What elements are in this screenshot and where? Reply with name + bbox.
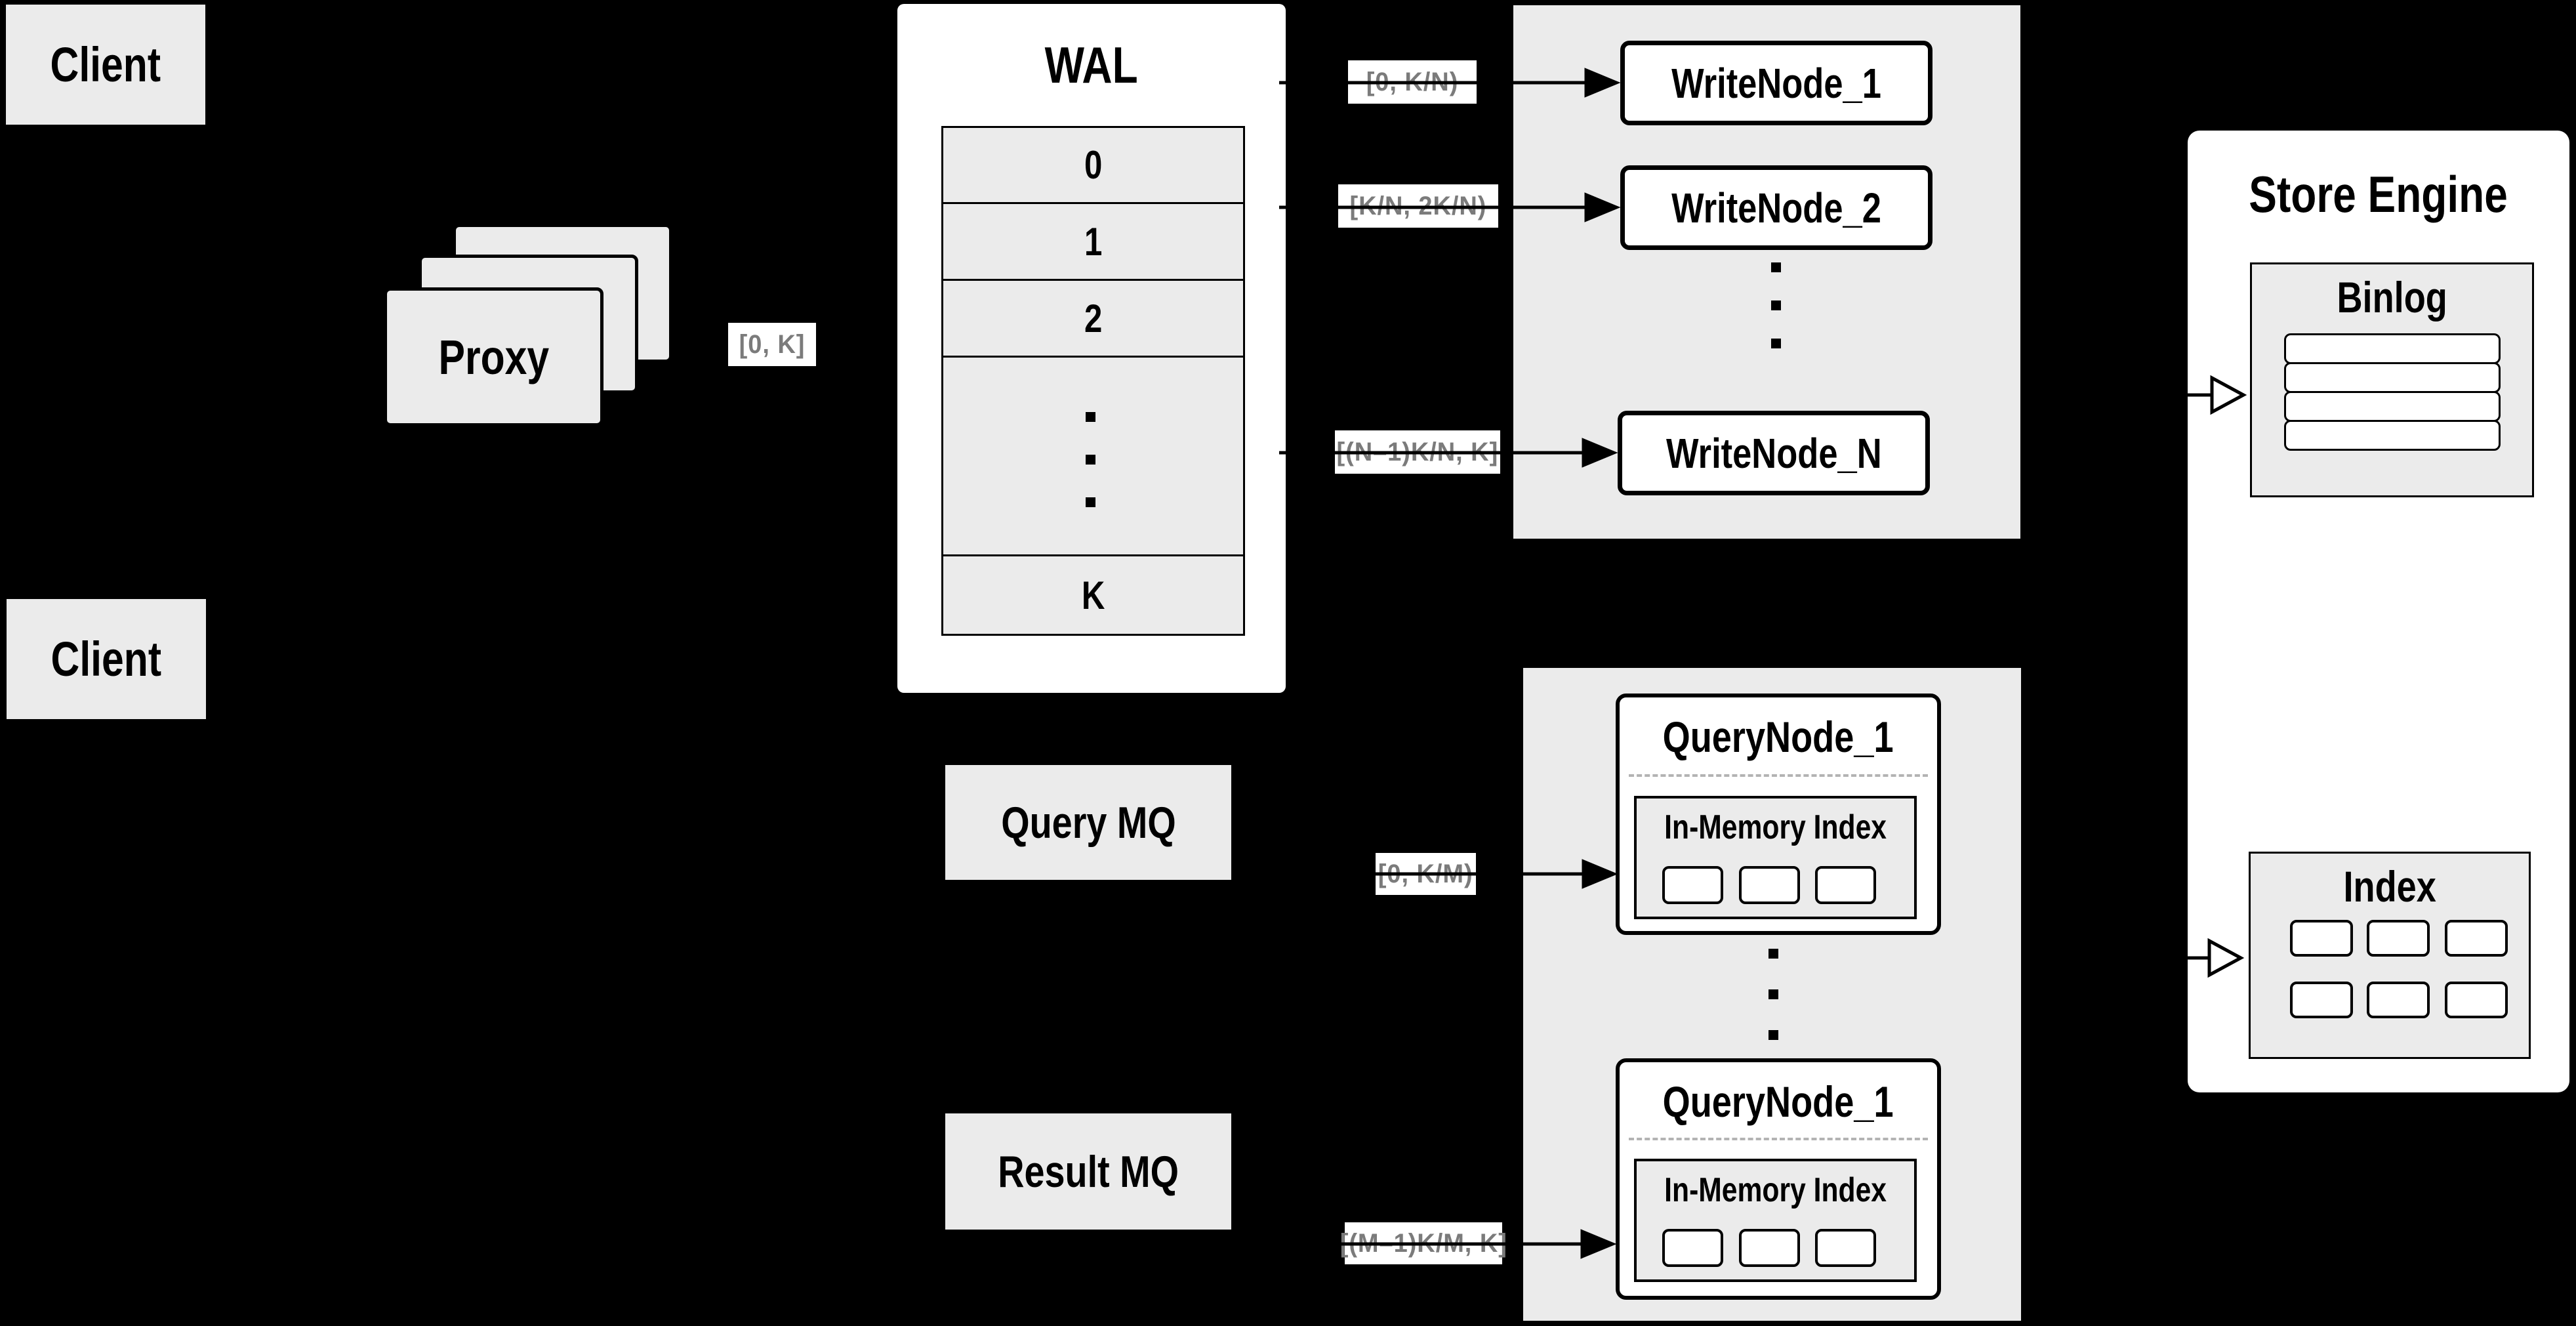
- querynode-bottom-divider: [1629, 1138, 1928, 1140]
- querynode-bottom-box: QueryNode_1 In-Memory Index: [1616, 1058, 1941, 1300]
- proxy-card-front: Proxy: [384, 287, 603, 426]
- wal-row-0: 0: [943, 128, 1243, 204]
- querynode-bottom-inmemory-title: In-Memory Index: [1664, 1171, 1887, 1209]
- index-segment-cell: [1662, 1229, 1723, 1267]
- range-label-writenode-2: [K/N, 2K/N): [1338, 184, 1498, 228]
- index-segment-cell: [1739, 866, 1800, 904]
- querynode-bottom-title: QueryNode_1: [1663, 1077, 1894, 1126]
- querynode-bottom-inmemory-index: In-Memory Index: [1634, 1159, 1917, 1282]
- index-title: Index: [2343, 862, 2436, 911]
- result-mq-label: Result MQ: [998, 1146, 1179, 1197]
- client-bottom-box: Client: [7, 599, 206, 719]
- client-top-label: Client: [50, 37, 161, 92]
- client-bottom-label: Client: [51, 632, 162, 686]
- index-file-cell: [2290, 982, 2353, 1018]
- range-label-querynode-top: [0, K/M): [1376, 853, 1476, 895]
- wal-row-2: 2: [943, 281, 1243, 358]
- wal-segment-table: 0 1 2 K: [941, 126, 1245, 636]
- binlog-rows: [2284, 333, 2501, 451]
- index-segment-cell: [1815, 1229, 1876, 1267]
- binlog-row: [2284, 333, 2501, 364]
- index-file-cell: [2367, 920, 2430, 957]
- store-engine-title: Store Engine: [2249, 165, 2508, 223]
- writenode-2-box: WriteNode_2: [1620, 165, 1932, 250]
- wal-row-k: K: [943, 556, 1243, 634]
- query-mq-label: Query MQ: [1000, 797, 1176, 848]
- store-engine-box: Store Engine Binlog Index: [2188, 131, 2569, 1092]
- writenode-ellipsis-dots: [1771, 262, 1781, 348]
- client-top-box: Client: [6, 5, 205, 125]
- range-label-writenode-n: [(N–1)K/N, K]: [1335, 430, 1500, 474]
- wal-row-1: 1: [943, 204, 1243, 281]
- querynode-top-inmemory-index: In-Memory Index: [1634, 796, 1917, 919]
- writenode-n-box: WriteNode_N: [1618, 411, 1930, 495]
- querynode-ellipsis-dots: [1768, 949, 1778, 1040]
- binlog-box: Binlog: [2250, 262, 2534, 497]
- binlog-row: [2284, 362, 2501, 393]
- index-box: Index: [2249, 852, 2531, 1059]
- index-file-cell: [2445, 920, 2508, 957]
- querynode-top-inmemory-title: In-Memory Index: [1664, 808, 1887, 846]
- writenode-1-label: WriteNode_1: [1671, 59, 1881, 107]
- writenode-1-box: WriteNode_1: [1620, 41, 1932, 125]
- range-label-proxy-wal: [0, K]: [728, 323, 816, 366]
- querynode-top-title: QueryNode_1: [1663, 713, 1894, 761]
- index-file-cell: [2290, 920, 2353, 957]
- binlog-title: Binlog: [2337, 273, 2447, 321]
- result-mq-box: Result MQ: [945, 1113, 1231, 1230]
- querynode-top-box: QueryNode_1 In-Memory Index: [1616, 694, 1941, 935]
- wal-box: WAL 0 1 2 K: [897, 4, 1286, 693]
- querynode-top-divider: [1629, 774, 1928, 777]
- wal-ellipsis-dots: [1086, 412, 1095, 507]
- index-segment-cell: [1739, 1229, 1800, 1267]
- range-label-querynode-bottom: [(M–1)K/M, K]: [1339, 1222, 1507, 1264]
- proxy-label: Proxy: [438, 329, 549, 384]
- binlog-row: [2284, 420, 2501, 451]
- writenode-n-label: WriteNode_N: [1666, 429, 1882, 477]
- query-mq-box: Query MQ: [945, 765, 1231, 880]
- writenode-2-label: WriteNode_2: [1671, 184, 1881, 232]
- index-file-cell: [2367, 982, 2430, 1018]
- index-segment-cell: [1662, 866, 1723, 904]
- binlog-row: [2284, 391, 2501, 422]
- wal-title: WAL: [1044, 36, 1139, 94]
- range-label-writenode-1: [0, K/N): [1348, 60, 1477, 104]
- index-segment-cell: [1815, 866, 1876, 904]
- index-file-cell: [2445, 982, 2508, 1018]
